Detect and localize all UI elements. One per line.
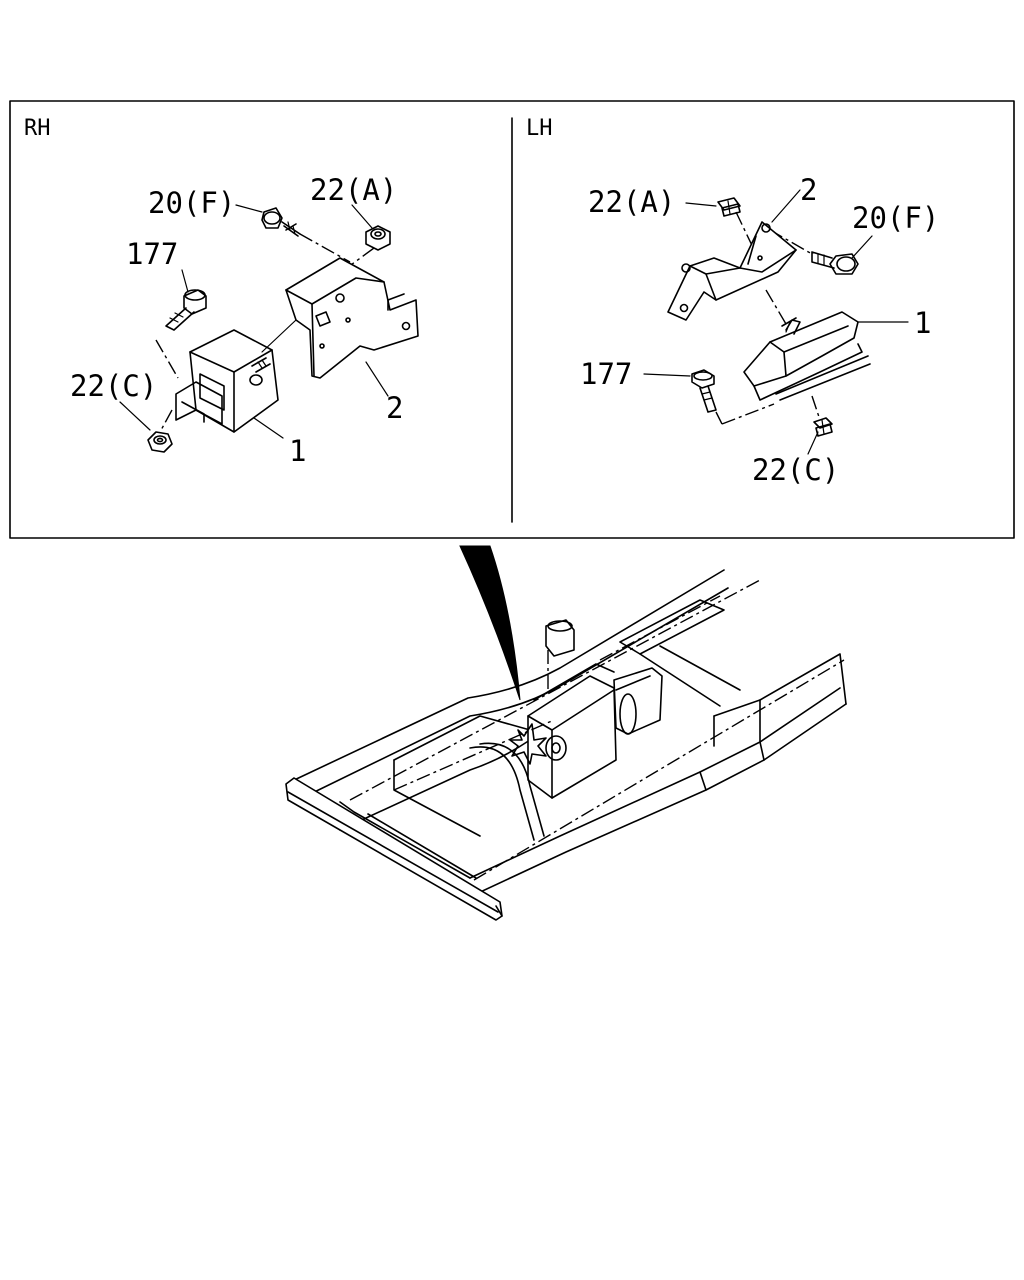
- rh-callout-20f: 20(F): [148, 186, 235, 220]
- rh-callout-22a: 22(A): [310, 173, 397, 207]
- lh-callout-20f: 20(F): [852, 201, 939, 235]
- rh-callout-1: 1: [289, 434, 306, 468]
- rh-side-label: RH: [24, 116, 51, 141]
- lh-callout-22c: 22(C): [752, 453, 839, 487]
- rh-nut-22c-icon: [147, 431, 173, 453]
- lh-engine-mount-icon: [743, 311, 871, 401]
- lh-callout-177: 177: [580, 357, 632, 391]
- rh-callout-177: 177: [126, 237, 178, 271]
- lh-panel: LH 22(A) 2 20(F) 1 177 22(C): [526, 116, 939, 487]
- chassis-overview-icon: [285, 569, 847, 921]
- lh-bolt-20f-icon: [811, 251, 859, 275]
- rh-panel: RH 20(F) 22(A) 177 22(C) 1 2: [24, 116, 419, 468]
- rh-callout-22c: 22(C): [70, 369, 157, 403]
- lh-nut-22a-icon: [717, 197, 741, 217]
- detail-frame: [9, 100, 1015, 539]
- lh-bolt-177-icon: [691, 369, 717, 413]
- rh-bolt-177-icon: [165, 289, 207, 331]
- rh-callout-2: 2: [386, 391, 403, 425]
- detail-pointer-icon: [459, 545, 521, 701]
- lh-bracket-icon: [667, 221, 797, 321]
- lh-side-label: LH: [526, 116, 553, 141]
- lh-callout-2: 2: [800, 173, 817, 207]
- rh-bolt-20f-icon: [261, 207, 301, 237]
- lh-nut-22c-icon: [813, 417, 833, 437]
- lh-callout-1: 1: [914, 306, 931, 340]
- lh-callout-22a: 22(A): [588, 185, 675, 219]
- rh-bracket-icon: [261, 257, 419, 379]
- rh-nut-22a-icon: [365, 225, 391, 251]
- rh-engine-mount-icon: [175, 329, 279, 433]
